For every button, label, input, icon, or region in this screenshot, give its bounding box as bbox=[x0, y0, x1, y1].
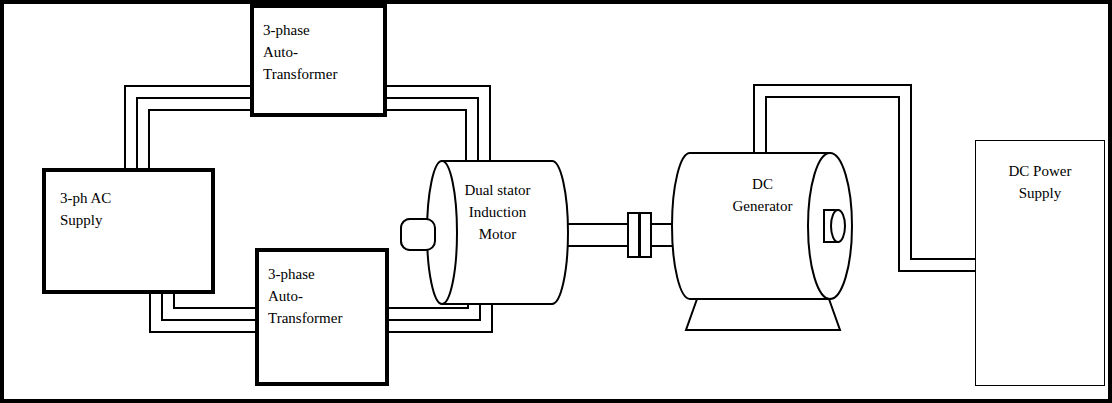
node-text: 3-phase Auto-Transformer bbox=[268, 264, 352, 329]
motor-body bbox=[442, 161, 568, 304]
wire bbox=[150, 294, 255, 332]
wire bbox=[125, 86, 250, 168]
node-text: DC Generator bbox=[727, 174, 799, 218]
wire bbox=[387, 86, 490, 160]
autotransformer-box: 3-phase Auto-Transformer bbox=[250, 4, 387, 117]
wire-bundle bbox=[125, 86, 250, 168]
node-text: 3-phase Auto-Transformer bbox=[263, 20, 347, 85]
generator-shaft-end bbox=[831, 210, 845, 242]
node-text: DC Power Supply bbox=[995, 161, 1085, 205]
wire bbox=[389, 305, 480, 320]
ac-supply-box: 3-ph AC Supply bbox=[42, 168, 215, 294]
generator-outline bbox=[670, 152, 855, 300]
wire bbox=[389, 305, 468, 308]
shaft-coupling bbox=[640, 213, 651, 257]
motor-shaft-stub bbox=[401, 219, 435, 250]
generator-body bbox=[672, 153, 830, 299]
dc-supply-box: DC Power Supply bbox=[975, 140, 1105, 386]
wire bbox=[387, 98, 478, 160]
node-text: 3-ph AC Supply bbox=[60, 188, 130, 232]
wire bbox=[387, 110, 466, 160]
wire bbox=[137, 98, 250, 168]
autotransformer-box: 3-phase Auto-Transformer bbox=[255, 248, 389, 386]
motor-shaft-stub bbox=[401, 219, 435, 250]
node-text: Dual stator Induction Motor bbox=[456, 180, 540, 245]
wire bbox=[149, 110, 250, 168]
shaft-coupling bbox=[628, 213, 639, 257]
wire bbox=[162, 294, 255, 320]
wire bbox=[389, 305, 492, 332]
wire-bundle bbox=[389, 305, 492, 332]
generator-cylinder: DC Generator bbox=[670, 152, 855, 300]
generator-end-face bbox=[808, 153, 852, 299]
wire-bundle bbox=[387, 86, 490, 160]
wire-bundle bbox=[150, 294, 255, 332]
motor-cylinder: Dual stator Induction Motor bbox=[425, 160, 570, 305]
wire bbox=[174, 294, 255, 308]
